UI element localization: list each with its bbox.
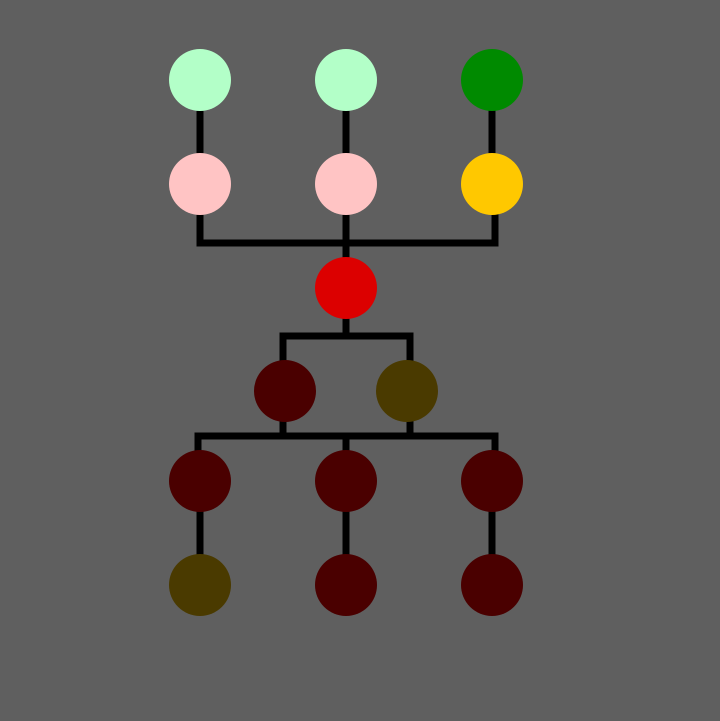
node-r5c3 <box>461 450 523 512</box>
node-r4c2 <box>376 360 438 422</box>
node-r6c1 <box>169 554 231 616</box>
nodes <box>169 49 523 616</box>
node-r2c1 <box>169 153 231 215</box>
node-r6c2 <box>315 554 377 616</box>
node-r5c1 <box>169 450 231 512</box>
node-r4c1 <box>254 360 316 422</box>
node-r1c2 <box>315 49 377 111</box>
node-r5c2 <box>315 450 377 512</box>
node-r2c2 <box>315 153 377 215</box>
node-r2c3 <box>461 153 523 215</box>
node-r6c3 <box>461 554 523 616</box>
node-r1c3 <box>461 49 523 111</box>
node-r1c1 <box>169 49 231 111</box>
node-center <box>315 257 377 319</box>
edges <box>194 110 499 557</box>
edge-middle-bracket <box>279 332 414 362</box>
